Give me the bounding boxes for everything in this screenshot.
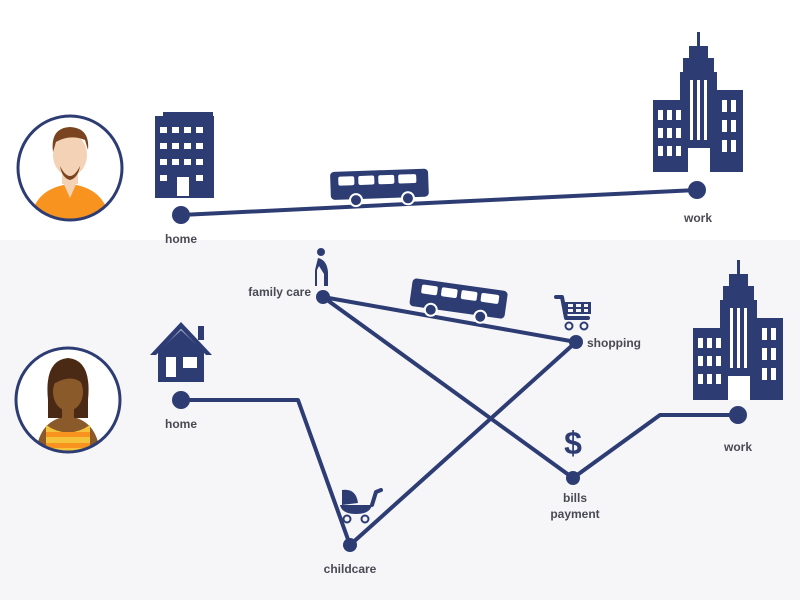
man-home-label: home xyxy=(165,232,197,246)
woman-work-label: work xyxy=(723,440,752,454)
lower-panel-background xyxy=(0,240,800,600)
family-care-label: family care xyxy=(248,285,311,299)
home-house-icon xyxy=(150,322,212,382)
childcare-label: childcare xyxy=(324,562,377,576)
woman-home-node xyxy=(172,391,190,409)
shopping-label: shopping xyxy=(587,336,641,350)
bus-icon xyxy=(330,168,429,208)
work-skyscraper-icon xyxy=(653,32,743,172)
bills-payment-node xyxy=(566,471,580,485)
shopping-node xyxy=(569,335,583,349)
childcare-node xyxy=(343,538,357,552)
bills-label-line1: bills xyxy=(563,491,587,505)
man-avatar xyxy=(16,114,124,222)
bills-label-line2: payment xyxy=(550,507,599,521)
stroller-icon xyxy=(340,488,383,524)
man-work-label: work xyxy=(683,211,712,225)
man-work-node xyxy=(688,181,706,199)
shopping-cart-icon xyxy=(554,295,591,331)
work-skyscraper-icon xyxy=(693,260,783,400)
woman-avatar xyxy=(14,346,122,454)
woman-work-node xyxy=(729,406,747,424)
man-home-node xyxy=(172,206,190,224)
family-care-node xyxy=(316,290,330,304)
home-building-icon xyxy=(155,112,214,198)
woman-commute-route xyxy=(179,295,740,547)
man-commute-route xyxy=(179,188,699,217)
bus-icon xyxy=(409,278,508,324)
woman-home-label: home xyxy=(165,417,197,431)
dollar-icon: $ xyxy=(564,425,582,461)
elderly-person-icon xyxy=(315,248,328,286)
